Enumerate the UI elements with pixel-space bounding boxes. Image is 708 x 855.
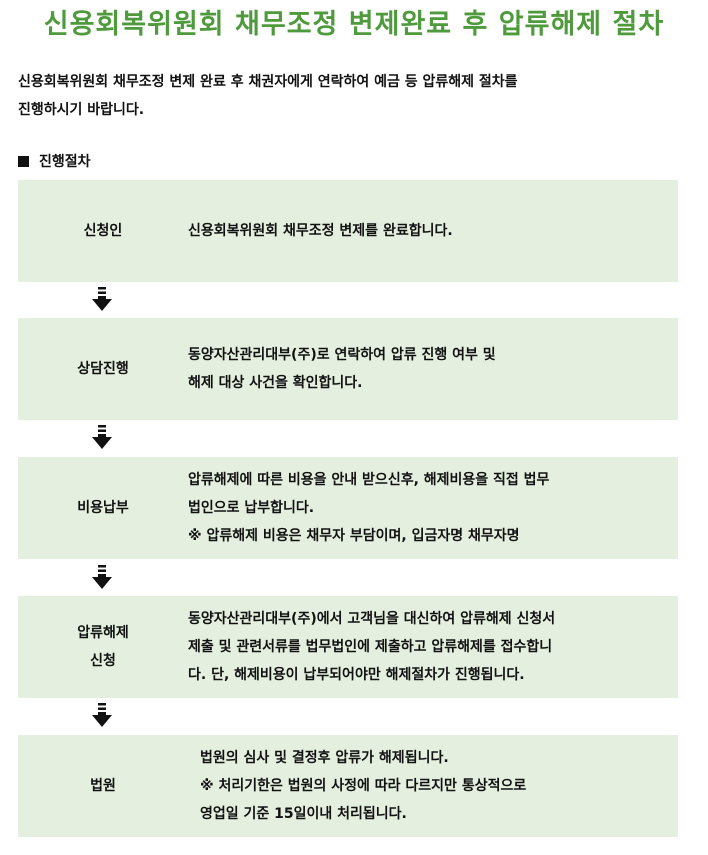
step-consult: 상담진행 동양자산관리대부(주)로 연락하여 압류 진행 여부 및 해제 대상 … — [18, 318, 678, 420]
section-title: 진행절차 — [39, 154, 91, 170]
step-desc-line: ※ 처리기한은 법원의 사정에 따라 다르지만 통상적으로 — [200, 778, 527, 794]
step-desc: 동양자산관리대부(주)에서 고객님을 대신하여 압류해제 신청서 제출 및 관련… — [188, 605, 573, 689]
step-desc-line: ※ 압류해제 비용은 채무자 부담이며, 입금자명 채무자명 — [188, 528, 520, 544]
step-release-request: 압류해제 신청 동양자산관리대부(주)에서 고객님을 대신하여 압류해제 신청서… — [18, 596, 678, 698]
step-desc-line: 신용회복위원회 채무조정 변제를 완료합니다. — [188, 223, 453, 239]
down-arrow-icon — [92, 287, 112, 311]
square-bullet-icon — [18, 155, 29, 167]
step-desc: 신용회복위원회 채무조정 변제를 완료합니다. — [188, 217, 471, 245]
step-label-line: 압류해제 — [77, 625, 129, 641]
section-heading: 진행절차 — [18, 151, 91, 171]
step-label: 비용납부 — [18, 494, 188, 522]
step-label-line: 비용납부 — [77, 500, 129, 516]
page-title: 신용회복위원회 채무조정 변제완료 후 압류해제 절차 — [43, 9, 665, 40]
step-label-line: 법원 — [90, 778, 116, 794]
step-desc-line: 해제 대상 사건을 확인합니다. — [188, 375, 363, 391]
step-desc-line: 압류해제에 따른 비용을 안내 받으신후, 해제비용을 직접 법무 — [188, 472, 550, 488]
down-arrow-icon — [92, 425, 112, 449]
intro-text: 신용회복위원회 채무조정 변제 완료 후 채권자에게 연락하여 예금 등 압류해… — [18, 68, 688, 124]
step-label: 압류해제 신청 — [18, 619, 188, 675]
step-label-line: 상담진행 — [77, 361, 129, 377]
step-label: 법원 — [18, 772, 188, 800]
step-desc-line: 제출 및 관련서류를 법무법인에 제출하고 압류해제를 접수합니 — [188, 639, 553, 655]
step-desc-line: 영업일 기준 15일이내 처리됩니다. — [200, 806, 407, 822]
down-arrow-icon — [92, 703, 112, 727]
step-label: 신청인 — [18, 217, 188, 245]
step-label-line: 신청 — [90, 653, 116, 669]
step-payment: 비용납부 압류해제에 따른 비용을 안내 받으신후, 해제비용을 직접 법무 법… — [18, 457, 678, 559]
step-desc-line: 동양자산관리대부(주)에서 고객님을 대신하여 압류해제 신청서 — [188, 611, 556, 627]
step-desc-line: 법인으로 납부합니다. — [188, 500, 315, 516]
intro-line: 진행하시기 바랍니다. — [18, 102, 145, 118]
step-label-line: 신청인 — [83, 223, 123, 239]
step-apply: 신청인 신용회복위원회 채무조정 변제를 완료합니다. — [18, 180, 678, 282]
intro-line: 신용회복위원회 채무조정 변제 완료 후 채권자에게 연락하여 예금 등 압류해… — [18, 74, 518, 90]
step-desc: 법원의 심사 및 결정후 압류가 해제됩니다. ※ 처리기한은 법원의 사정에 … — [188, 744, 544, 828]
step-desc-line: 다. 단, 해제비용이 납부되어야만 해제절차가 진행됩니다. — [188, 667, 525, 683]
down-arrow-icon — [92, 565, 112, 589]
step-court: 법원 법원의 심사 및 결정후 압류가 해제됩니다. ※ 처리기한은 법원의 사… — [18, 735, 678, 837]
step-desc: 동양자산관리대부(주)로 연락하여 압류 진행 여부 및 해제 대상 사건을 확… — [188, 341, 514, 397]
step-desc-line: 법원의 심사 및 결정후 압류가 해제됩니다. — [200, 750, 449, 766]
step-label: 상담진행 — [18, 355, 188, 383]
step-desc: 압류해제에 따른 비용을 안내 받으신후, 해제비용을 직접 법무 법인으로 납… — [188, 466, 567, 550]
step-desc-line: 동양자산관리대부(주)로 연락하여 압류 진행 여부 및 — [188, 347, 496, 363]
